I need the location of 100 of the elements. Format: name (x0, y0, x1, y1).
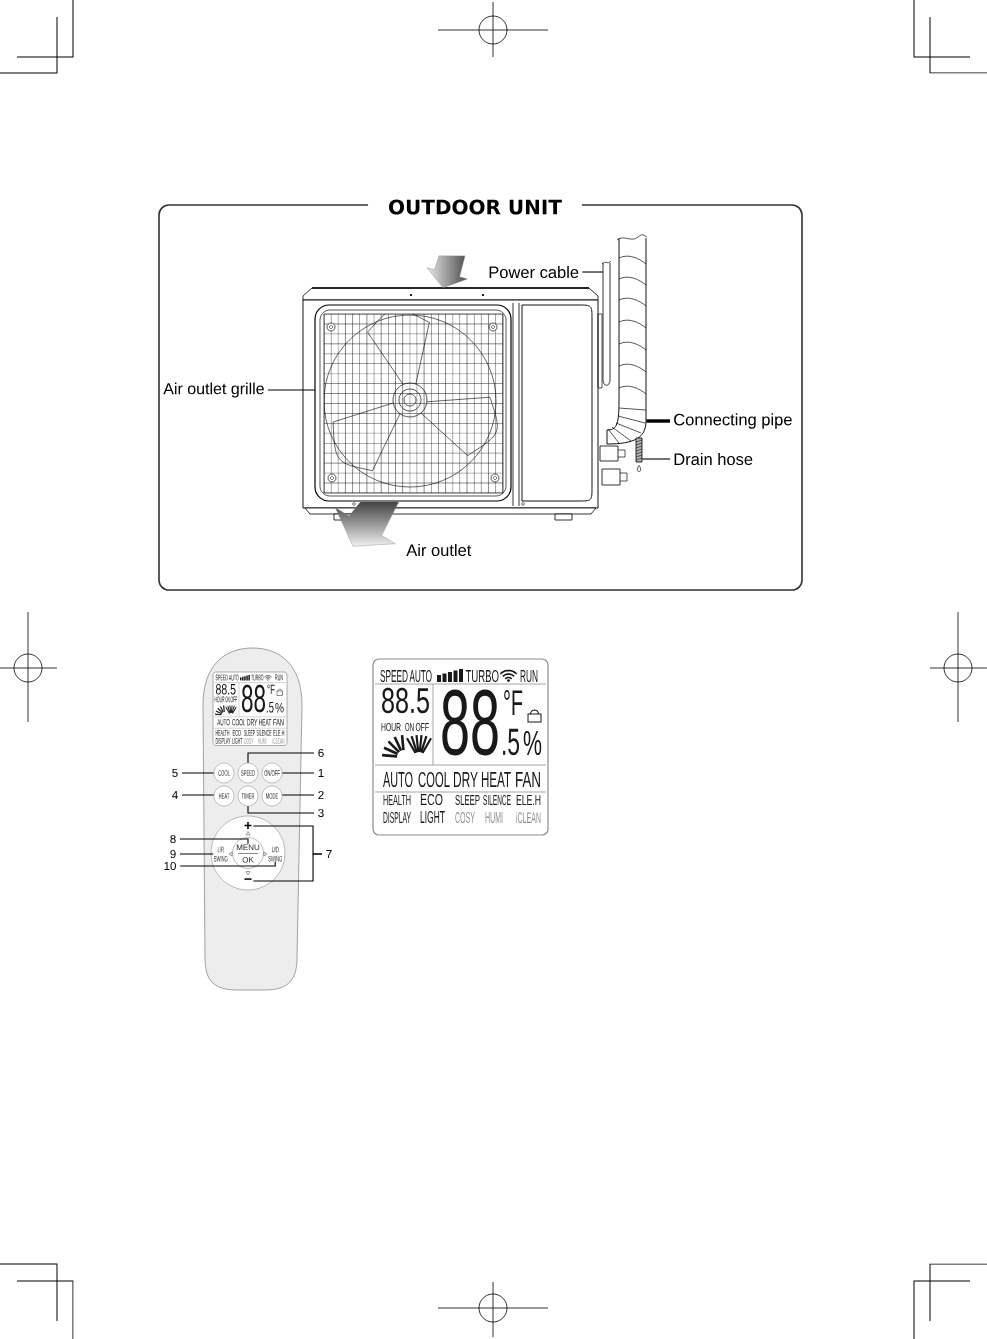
leader-line (247, 752, 315, 764)
lcd-text: SPEED (380, 669, 408, 683)
leader-line (252, 853, 323, 882)
round-button: HEAT (213, 785, 235, 807)
lcd-text: °F (267, 684, 275, 694)
lcd-text: % (523, 730, 542, 756)
lcd-text: DISPLAY (383, 811, 411, 824)
callout-number: 3 (318, 808, 324, 818)
part-label: Power cable (489, 265, 579, 279)
callout-number: 8 (170, 834, 176, 844)
lcd-text: ELE.H (273, 730, 285, 736)
lcd-text: HUMI (258, 738, 267, 744)
lcd-text: LIGHT (232, 738, 243, 744)
round-button: MODE (261, 785, 283, 807)
lcd-text: ECO (420, 793, 443, 806)
lcd-text: COOL (232, 719, 246, 726)
part-label: Air outlet (406, 543, 472, 557)
lcd-text: DISPLAY (215, 738, 231, 744)
connecting-pipe (606, 234, 648, 445)
leader-line (281, 772, 315, 774)
digit-readout: 88.5 (215, 683, 236, 695)
leader-line (646, 419, 670, 423)
lcd-text: HEALTH (215, 730, 230, 736)
lcd-text: AUTO (383, 771, 413, 788)
leader-line (641, 458, 671, 460)
callout-number: 7 (326, 850, 332, 858)
lcd-text: HUMI (485, 811, 503, 824)
part-label: Connecting pipe (674, 413, 792, 429)
lcd-text: COSY (244, 738, 254, 744)
lcd-text: °F (504, 690, 523, 715)
lcd-text: FAN (516, 772, 540, 787)
lcd-text: SILENCE (483, 794, 511, 806)
callout-number: 5 (172, 769, 178, 777)
leader-line (181, 794, 215, 796)
part-label: Air outlet grille (163, 382, 264, 398)
lcd-text: SILENCE (256, 730, 272, 736)
callout-number: 6 (318, 748, 324, 758)
airflow-arrow (426, 255, 468, 288)
lcd-text: TURBO (465, 669, 499, 683)
swing-label: L/R SWING (213, 846, 228, 862)
lcd-text: DRY (247, 719, 258, 726)
callout-number: 2 (318, 791, 324, 800)
lcd-text: iCLEAN (272, 737, 285, 744)
leader-line (179, 853, 214, 855)
lcd-text: % (275, 703, 284, 713)
lcd-text: HEAT (259, 719, 272, 726)
drain-hose (635, 437, 643, 472)
lcd-text: SPEED (215, 674, 228, 681)
round-button: TIMER (237, 785, 259, 807)
lcd-text: COSY (455, 811, 475, 824)
lcd-text: HOUR (214, 696, 225, 703)
lcd-text: RUN (275, 674, 283, 681)
lcd-text: SLEEP (455, 794, 480, 806)
lcd-text: ECO (232, 730, 241, 736)
lcd-text: HEALTH (383, 795, 411, 805)
round-button: SPEED (237, 762, 259, 784)
leader-line (179, 838, 249, 845)
callout-number: 10 (164, 861, 176, 871)
airflow-arrow (335, 501, 400, 547)
lcd-text: AUTO (409, 669, 432, 683)
lcd-text: ON (225, 696, 230, 703)
lcd-text: OFF (230, 696, 238, 703)
lcd-text: DRY (454, 772, 478, 787)
lcd-text: HOUR (381, 722, 401, 732)
digit-readout: .5 (266, 701, 274, 713)
leader-line (267, 389, 316, 391)
minus-sign: − (244, 878, 252, 880)
lcd-text: OFF (415, 722, 429, 732)
digit-readout: 88 (442, 689, 498, 756)
plus-sign: + (244, 821, 252, 829)
lcd-text: LIGHT (420, 810, 445, 824)
lcd-text: FAN (273, 719, 284, 726)
callout-number: 9 (170, 849, 176, 859)
lcd-text: TURBO (251, 674, 264, 681)
lcd-text: AUTO (228, 674, 239, 681)
leader-line (179, 861, 276, 867)
callout-number: 1 (318, 769, 324, 777)
round-button: COOL (213, 762, 235, 784)
leader-line (581, 271, 604, 273)
callout-number: 4 (172, 791, 178, 799)
part-label: Drain hose (674, 452, 753, 466)
power-cable (601, 260, 612, 386)
digit-readout: .5 (503, 728, 520, 756)
lcd-text: RUN (520, 669, 538, 683)
lcd-text: COOL (418, 771, 450, 788)
lcd-text: SLEEP (244, 730, 255, 736)
digit-readout: 88.5 (382, 687, 429, 714)
lcd-text: HEAT (481, 772, 511, 787)
lcd-text: AUTO (217, 719, 230, 726)
lcd-text: ELE.H (516, 795, 541, 805)
fan-grille (314, 304, 512, 502)
digit-readout: 88 (242, 684, 265, 713)
menu-button: MENU OK (232, 837, 264, 869)
lcd-text: ON (405, 722, 414, 732)
leader-line (181, 772, 215, 774)
leader-line (281, 794, 315, 796)
round-button: ON/OFF (261, 762, 283, 784)
swing-label: U/D SWING (268, 846, 282, 862)
leader-line (247, 805, 315, 814)
lcd-text: iCLEAN (516, 811, 541, 824)
